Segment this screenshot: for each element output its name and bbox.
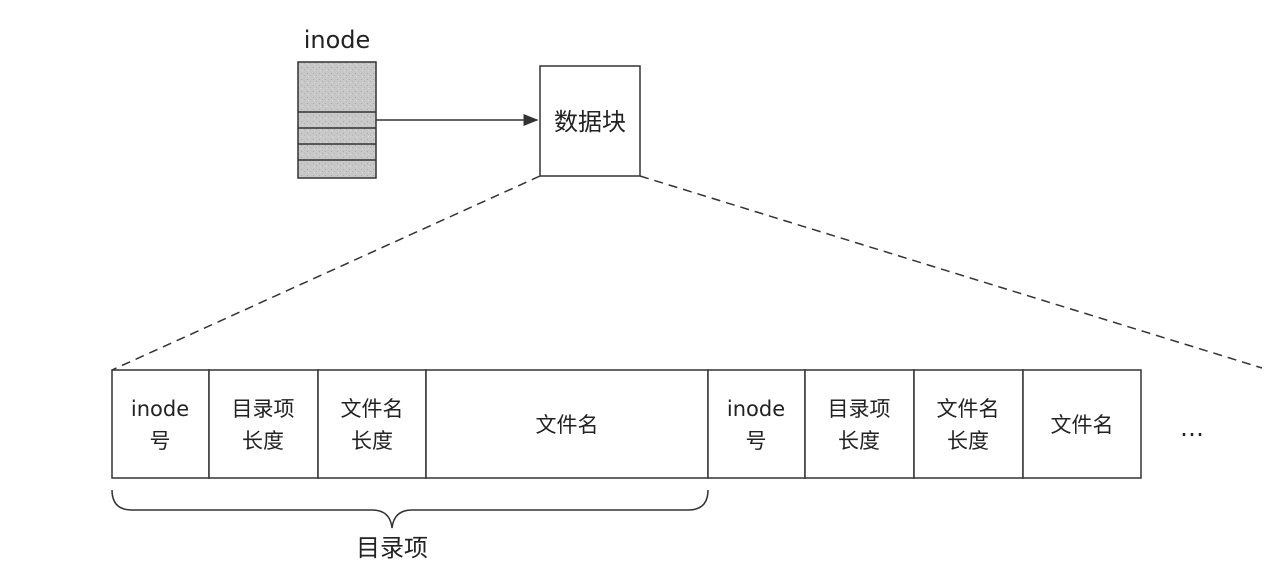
- entry1-name-len-line2: 长度: [351, 429, 393, 453]
- inode-block: [297, 61, 377, 179]
- data-block: [539, 65, 641, 177]
- entry1-inode-no-line1: inode: [131, 397, 189, 421]
- ellipsis: …: [1180, 414, 1204, 442]
- entry2-rec-len-line1: 目录项: [828, 397, 891, 421]
- entries-row: [111, 369, 1142, 479]
- entry2-name: 文件名: [1051, 413, 1114, 437]
- entry2-name-len-cell: [913, 369, 1024, 479]
- entry1-inode-no-cell: [111, 369, 210, 479]
- entry1-rec-len-line1: 目录项: [232, 397, 295, 421]
- data-block-label: 数据块: [554, 108, 626, 136]
- entry2-inode-no-line1: inode: [727, 397, 785, 421]
- entry1-inode-no-line2: 号: [150, 429, 171, 453]
- entry1-rec-len-line2: 长度: [242, 429, 284, 453]
- entry2-name-len-line1: 文件名: [937, 397, 1000, 421]
- entry2-name-len-line2: 长度: [947, 429, 989, 453]
- entry1-name-len-line1: 文件名: [341, 397, 404, 421]
- expansion-line-right: [639, 175, 1263, 369]
- entry1-name: 文件名: [536, 413, 599, 437]
- inode-title: inode: [304, 26, 371, 54]
- entry1-rec-len-cell: [208, 369, 319, 479]
- entry1-name-cell: [425, 369, 709, 479]
- entry2-name-cell: [1022, 369, 1142, 479]
- brace-label: 目录项: [356, 534, 428, 561]
- entry-brace: [111, 489, 709, 529]
- entry1-name-len-cell: [317, 369, 427, 479]
- entry2-rec-len-cell: [804, 369, 915, 479]
- entry2-inode-no-line2: 号: [746, 429, 767, 453]
- expansion-line-left: [111, 175, 541, 371]
- entry2-inode-no-cell: [707, 369, 806, 479]
- entry2-rec-len-line2: 长度: [838, 429, 880, 453]
